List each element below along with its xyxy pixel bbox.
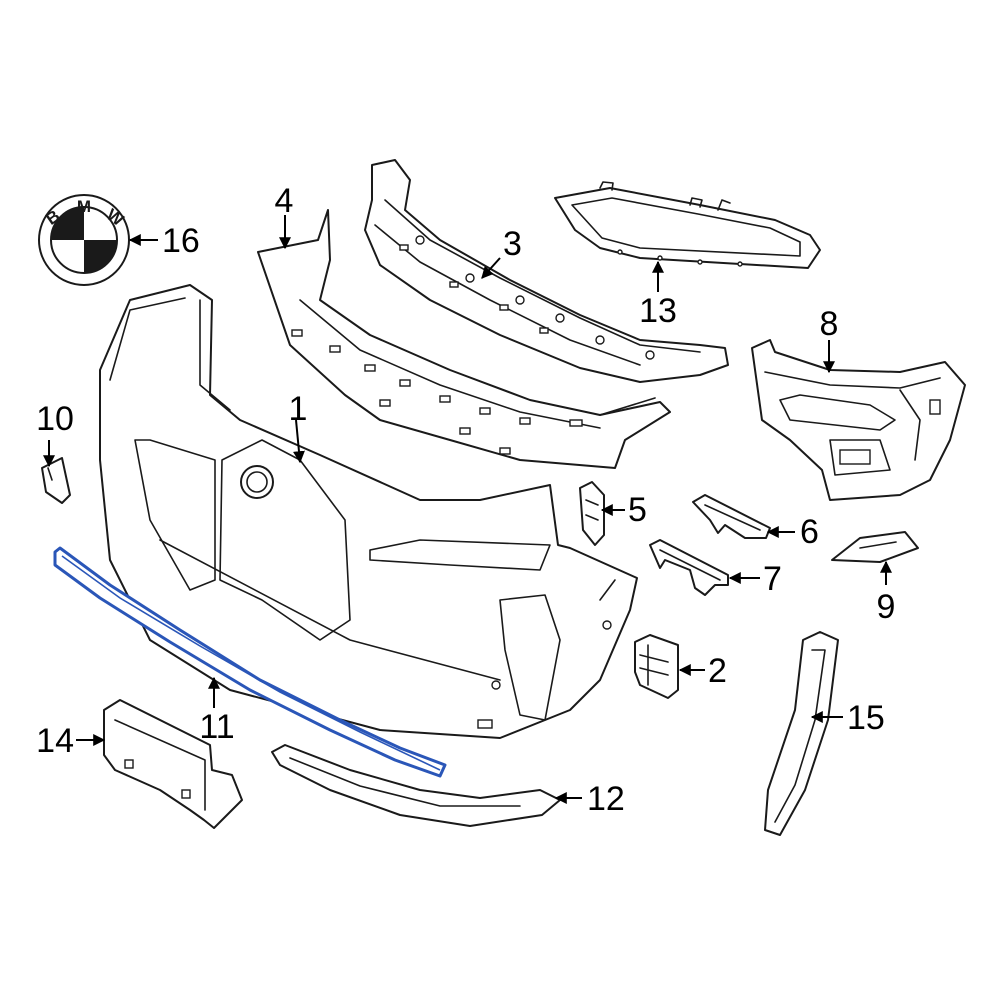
part-10-bracket[interactable] <box>41 457 71 504</box>
part-14-bracket[interactable] <box>103 699 243 829</box>
callout-13: 13 <box>639 292 677 330</box>
callout-11: 11 <box>199 708 234 746</box>
part-7-bracket[interactable] <box>649 539 729 596</box>
callout-2: 2 <box>708 652 727 690</box>
callout-7: 7 <box>763 560 782 598</box>
part-4-carrier[interactable] <box>257 209 671 469</box>
part-15-strip[interactable] <box>764 631 839 836</box>
part-11-trim-strip[interactable] <box>53 546 447 778</box>
callout-9: 9 <box>877 588 896 626</box>
part-5-bracket[interactable] <box>579 481 605 546</box>
leader-lines <box>43 215 892 804</box>
callout-1: 1 <box>289 390 308 428</box>
callout-3: 3 <box>503 225 522 263</box>
callout-16: 16 <box>162 222 200 260</box>
callout-8: 8 <box>820 305 839 343</box>
part-8-bracket[interactable] <box>751 339 966 501</box>
part-16-emblem[interactable]: B M W <box>38 194 130 286</box>
callout-14: 14 <box>36 722 74 760</box>
part-1-bumper-cover[interactable] <box>99 284 638 739</box>
part-9-insert[interactable] <box>831 531 919 563</box>
trim-strip-edge <box>61 555 441 771</box>
callout-labels: 1 2 3 4 5 6 7 8 9 10 11 12 13 14 15 16 <box>36 182 895 818</box>
leader-1 <box>293 419 305 464</box>
callout-10: 10 <box>36 400 74 438</box>
callout-5: 5 <box>628 491 647 529</box>
callout-12: 12 <box>587 780 625 818</box>
callout-6: 6 <box>800 513 819 551</box>
callout-4: 4 <box>275 182 294 220</box>
part-6-bracket[interactable] <box>692 494 771 539</box>
part-3-reinforcement[interactable] <box>364 159 729 383</box>
callout-15: 15 <box>847 699 885 737</box>
emblem-letter-m: M <box>77 197 91 216</box>
leader-3 <box>481 257 501 279</box>
part-13-frame[interactable] <box>554 181 821 269</box>
part-2-module[interactable] <box>634 634 679 699</box>
